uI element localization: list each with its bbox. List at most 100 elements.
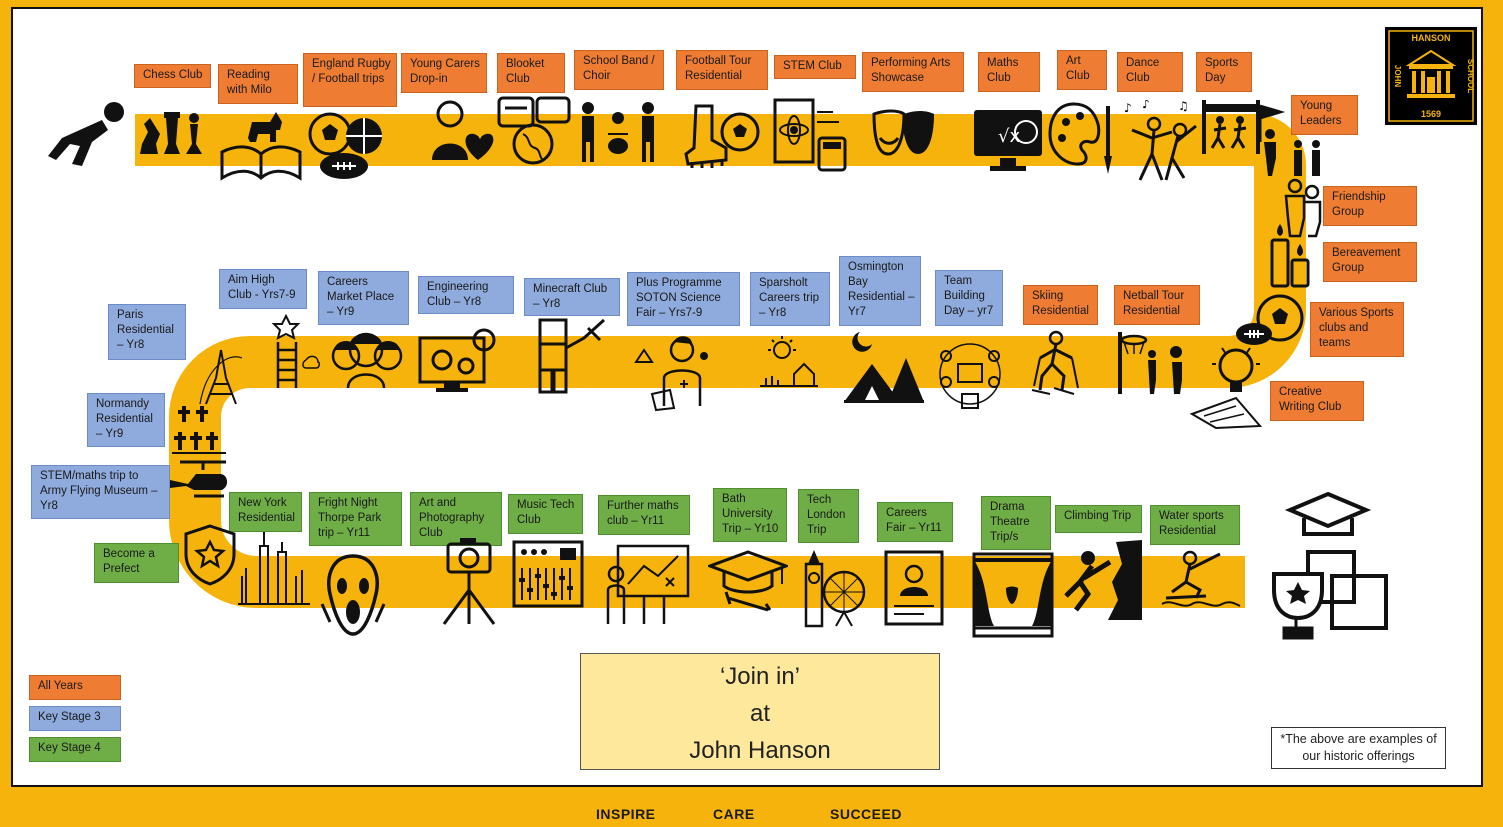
camping-icon bbox=[844, 332, 924, 403]
activity-label: Careers Market Place – Yr9 bbox=[318, 271, 409, 325]
activity-label: Sparsholt Careers trip – Yr8 bbox=[750, 272, 830, 326]
historic-offerings-note: *The above are examples of our historic … bbox=[1271, 727, 1446, 769]
sports-balls-icon bbox=[308, 112, 382, 179]
legend-key-stage-4: Key Stage 4 bbox=[29, 737, 121, 762]
svg-text:♫: ♫ bbox=[1178, 100, 1189, 113]
helicopter-icon bbox=[170, 460, 228, 498]
activity-label: Art Club bbox=[1057, 50, 1107, 90]
activity-label: Young Carers Drop-in bbox=[401, 53, 487, 93]
activity-label: School Band / Choir bbox=[574, 50, 664, 90]
people-careers-icon bbox=[331, 332, 403, 389]
activity-label: Aim High Club - Yrs7-9 bbox=[219, 269, 307, 309]
legend-all-years: All Years bbox=[29, 675, 121, 700]
friends-icon bbox=[1284, 178, 1322, 238]
candles-icon bbox=[1270, 224, 1310, 288]
activity-label: Minecraft Club – Yr8 bbox=[524, 278, 620, 316]
graduation-cap-icon bbox=[708, 550, 788, 612]
activity-label: Various Sports clubs and teams bbox=[1310, 302, 1404, 357]
activity-label: Team Building Day – yr7 bbox=[935, 270, 1003, 326]
activity-label: Careers Fair – Yr11 bbox=[877, 502, 953, 542]
minecraft-figure-icon bbox=[538, 318, 606, 394]
svg-text:√x: √x bbox=[998, 126, 1020, 147]
football-boot-icon bbox=[684, 104, 760, 168]
footer-values: INSPIRE CARE SUCCEED bbox=[0, 806, 1503, 824]
activity-label: Creative Writing Club bbox=[1270, 381, 1364, 421]
activity-label: Reading with Milo bbox=[218, 64, 298, 104]
cv-document-icon bbox=[884, 550, 944, 626]
activity-label: STEM/maths trip to Army Flying Museum – … bbox=[31, 465, 170, 519]
activity-label: Further maths club – Yr11 bbox=[598, 495, 690, 535]
dog-and-book-icon bbox=[220, 112, 302, 181]
activity-label: STEM Club bbox=[774, 55, 856, 79]
activity-label: Sports Day bbox=[1196, 52, 1252, 92]
activity-label: Plus Programme SOTON Science Fair – Yrs7… bbox=[627, 272, 740, 326]
activity-label: Climbing Trip bbox=[1055, 505, 1142, 533]
activity-label: Paris Residential – Yr8 bbox=[108, 304, 186, 360]
activity-label: Engineering Club – Yr8 bbox=[418, 276, 514, 314]
activity-label: Music Tech Club bbox=[508, 494, 583, 534]
band-icon bbox=[582, 102, 654, 162]
activity-label: Skiing Residential bbox=[1023, 285, 1098, 325]
theatre-stage-icon bbox=[972, 552, 1054, 638]
activity-label: Water sports Residential bbox=[1150, 505, 1240, 545]
activity-label: Blooket Club bbox=[497, 53, 565, 93]
activity-label: Dance Club bbox=[1117, 52, 1183, 92]
scientist-icon bbox=[634, 336, 708, 412]
activity-label: Tech London Trip bbox=[798, 489, 859, 543]
activity-label: Osmington Bay Residential – Yr7 bbox=[839, 256, 921, 326]
activity-label: Friendship Group bbox=[1323, 186, 1417, 226]
crouching-runner-icon bbox=[48, 102, 124, 166]
netball-hoop-icon bbox=[1118, 332, 1182, 394]
maths-screen-icon: √x bbox=[974, 110, 1042, 171]
activity-label: Performing Arts Showcase bbox=[862, 52, 964, 92]
school-logo: HANSON 1569 SCHOOL JOHN bbox=[1385, 27, 1477, 125]
big-ben-icon bbox=[804, 550, 866, 628]
various-sports-icon bbox=[1236, 294, 1304, 345]
team-building-icon bbox=[939, 343, 1001, 409]
water-skier-icon bbox=[1161, 550, 1241, 607]
activity-label: Drama Theatre Trip/s bbox=[981, 496, 1051, 550]
activity-label: Art and Photography Club bbox=[410, 492, 502, 546]
trophy-graduation-icon bbox=[1272, 491, 1388, 640]
skier-icon bbox=[1031, 330, 1079, 395]
lightbulb-writing-icon bbox=[1190, 347, 1262, 430]
activity-label: Bath University Trip – Yr10 bbox=[713, 488, 787, 542]
activity-label: Normandy Residential – Yr9 bbox=[87, 393, 165, 447]
logo-top-text: HANSON bbox=[1411, 33, 1450, 43]
eiffel-tower-icon bbox=[199, 349, 243, 405]
legend-key-stage-3: Key Stage 3 bbox=[29, 706, 121, 731]
camera-tripod-icon bbox=[442, 538, 496, 625]
prefect-badge-icon bbox=[184, 524, 236, 586]
footer-care: CARE bbox=[713, 806, 755, 822]
activity-label: Bereavement Group bbox=[1323, 242, 1417, 282]
ladder-star-icon bbox=[271, 314, 321, 388]
svg-text:♪: ♪ bbox=[1124, 101, 1132, 115]
svg-text:♪: ♪ bbox=[1142, 100, 1150, 111]
quiz-globe-icon bbox=[497, 96, 571, 165]
activity-label: Young Leaders bbox=[1291, 95, 1358, 135]
activity-label: Maths Club bbox=[978, 52, 1040, 92]
gears-computer-icon bbox=[418, 328, 496, 392]
logo-left-text: JOHN bbox=[1393, 65, 1402, 87]
activity-label: Fright Night Thorpe Park trip – Yr11 bbox=[309, 492, 402, 546]
stem-science-icon bbox=[773, 98, 847, 172]
climber-icon bbox=[1064, 540, 1142, 620]
carer-heart-icon bbox=[432, 100, 494, 160]
title-line-3: John Hanson bbox=[689, 737, 831, 764]
maths-teacher-icon bbox=[606, 544, 690, 624]
title-line-1: ‘Join in’ bbox=[719, 663, 801, 690]
activity-label: England Rugby / Football trips bbox=[303, 53, 397, 107]
activity-label: Chess Club bbox=[134, 64, 211, 88]
footer-succeed: SUCCEED bbox=[830, 806, 902, 822]
activity-label: New York Residential bbox=[229, 492, 302, 532]
activity-label: Become a Prefect bbox=[94, 543, 179, 583]
footer-inspire: INSPIRE bbox=[596, 806, 656, 822]
farm-icon bbox=[760, 336, 818, 387]
activity-label: Netball Tour Residential bbox=[1114, 285, 1200, 325]
theatre-masks-icon bbox=[872, 109, 934, 156]
school-crest-icon: HANSON 1569 SCHOOL JOHN bbox=[1388, 30, 1475, 122]
logo-right-text: SCHOOL bbox=[1466, 59, 1475, 93]
war-graves-icon bbox=[172, 406, 226, 454]
leader-flag-icon bbox=[1258, 104, 1320, 176]
